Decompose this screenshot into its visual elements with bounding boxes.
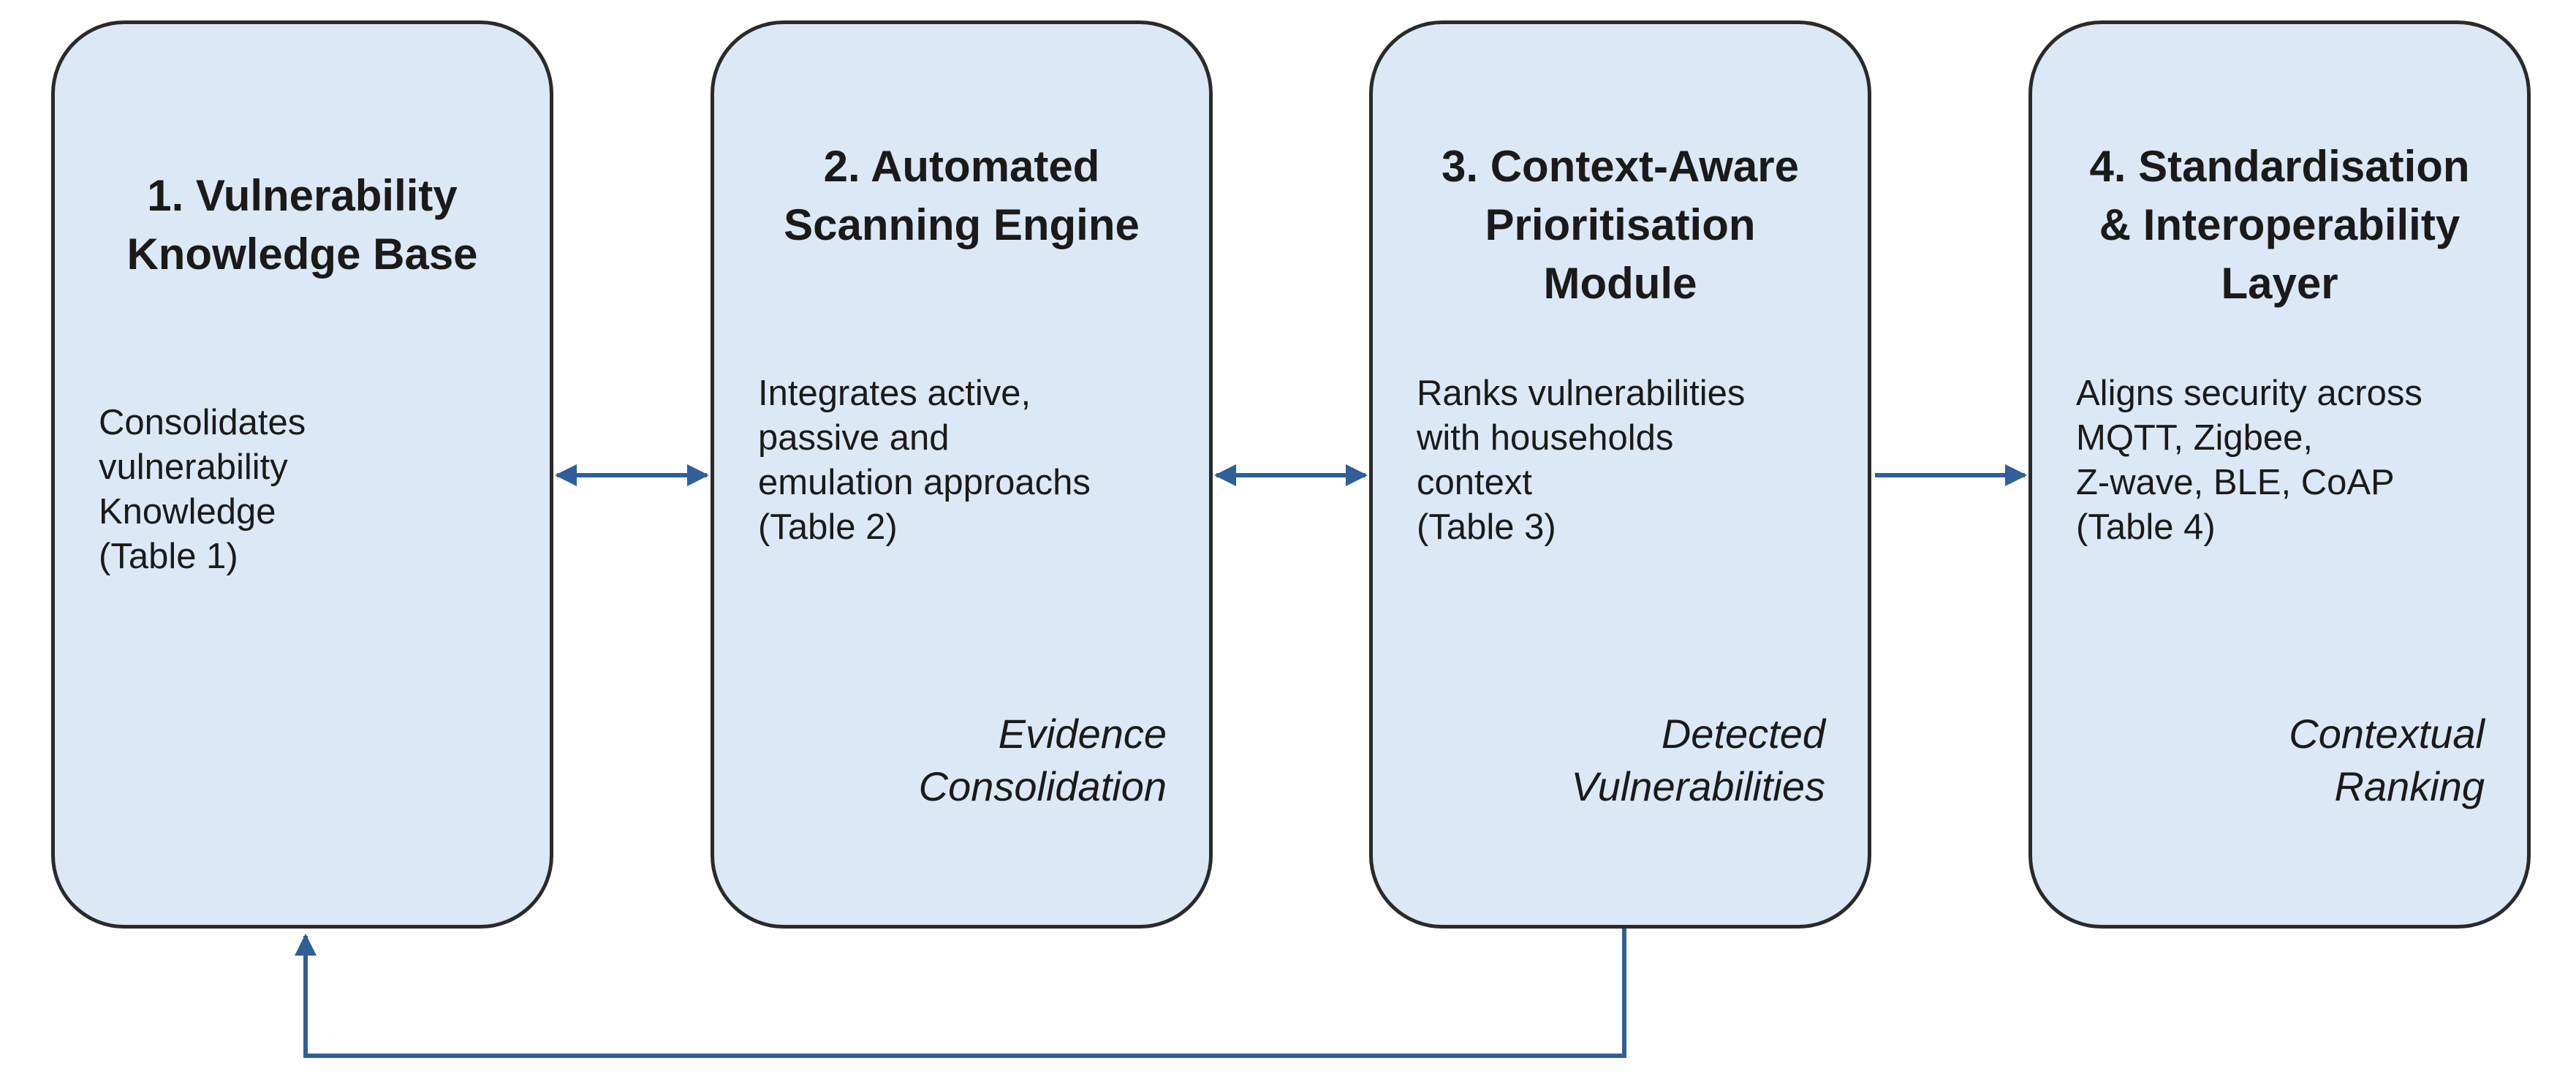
box-context-aware-prioritisation-module: 3. Context-Aware Prioritisation Module R…	[1369, 20, 1871, 929]
box-automated-scanning-engine: 2. Automated Scanning Engine Integrates …	[711, 20, 1213, 929]
box-description: Consolidates vulnerability Knowledge (Ta…	[99, 403, 306, 576]
box-vulnerability-knowledge-base: 1. Vulnerability Knowledge Base Consolid…	[51, 20, 553, 929]
box-title: 1. Vulnerability Knowledge Base	[126, 171, 478, 279]
box-description: Aligns security across MQTT, Zigbee, Z-w…	[2076, 374, 2422, 547]
box-title: 4. Standardisation & Interoperability La…	[2089, 142, 2470, 308]
box-tag: Evidence Consolidation	[918, 711, 1167, 809]
box-title: 3. Context-Aware Prioritisation Module	[1441, 142, 1800, 308]
box-description: Integrates active, passive and emulation…	[758, 374, 1091, 547]
feedback-arrow-3-to-1	[295, 929, 1626, 1058]
box-title: 2. Automated Scanning Engine	[784, 142, 1140, 249]
box-tag: Contextual Ranking	[2289, 711, 2485, 809]
box-tag: Detected Vulnerabilities	[1571, 711, 1825, 809]
box-standardisation-interoperability-layer: 4. Standardisation & Interoperability La…	[2028, 20, 2531, 929]
box-description: Ranks vulnerabilities with households co…	[1417, 374, 1746, 547]
